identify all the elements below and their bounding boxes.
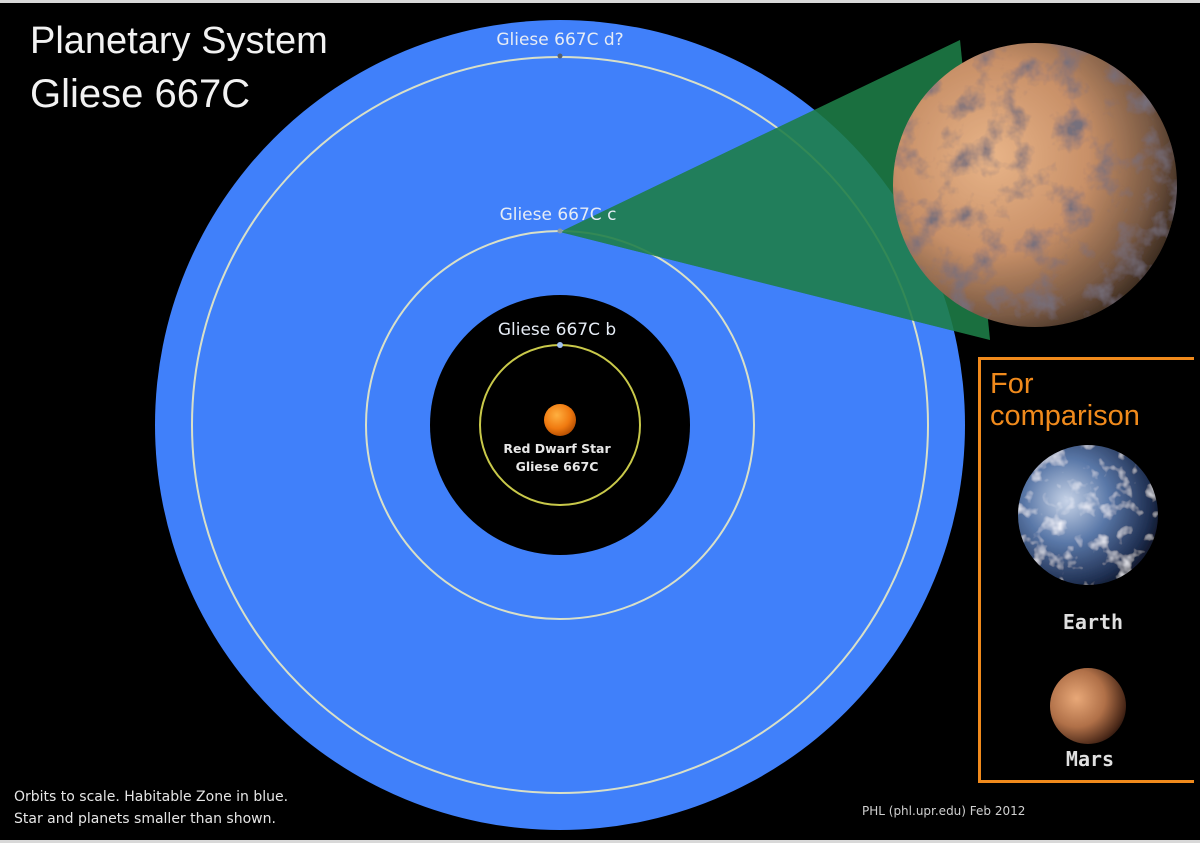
star-label-line-2: Gliese 667C (515, 459, 599, 474)
note-line-1: Orbits to scale. Habitable Zone in blue. (14, 789, 289, 805)
label-planet-d: Gliese 667C d? (496, 30, 624, 50)
comparison-box (978, 357, 1194, 783)
star-label: Red Dwarf Star Gliese 667C (503, 440, 610, 476)
comparison-title-line-2: comparison (990, 400, 1140, 432)
title-line-2: Gliese 667C (30, 72, 251, 116)
planet-d-marker (557, 53, 563, 59)
planet-c-marker (557, 228, 563, 234)
planet-c-render (893, 43, 1177, 327)
mars-label: Mars (1065, 747, 1115, 771)
notes: Orbits to scale. Habitable Zone in blue.… (14, 786, 288, 830)
comparison-title: For comparison (990, 368, 1140, 432)
comparison-title-line-1: For (990, 368, 1034, 400)
note-line-2: Star and planets smaller than shown. (14, 811, 276, 827)
planet-b-marker (557, 342, 563, 348)
zoom-cone-overlay (560, 40, 990, 340)
mars-icon (1050, 668, 1126, 744)
label-planet-b: Gliese 667C b (497, 320, 617, 340)
star-label-line-1: Red Dwarf Star (503, 441, 611, 456)
star-icon (544, 404, 576, 436)
credit: PHL (phl.upr.edu) Feb 2012 (862, 804, 1026, 818)
title-line-1: Planetary System (30, 20, 328, 62)
earth-label: Earth (1062, 610, 1124, 634)
earth-icon (1018, 445, 1158, 585)
label-planet-c: Gliese 667C c (499, 205, 617, 225)
